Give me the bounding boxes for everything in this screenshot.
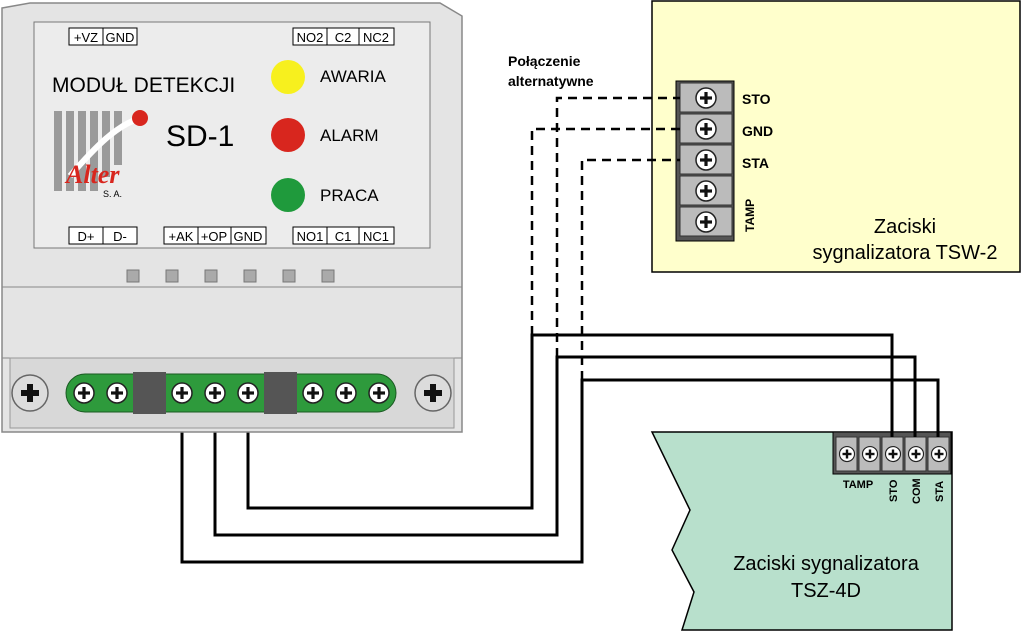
terminal-label-c2: C2 — [335, 30, 352, 45]
alt-wire-sto — [555, 96, 680, 357]
logo-text: Alter — [64, 160, 120, 189]
tsz4d-screw-icon — [930, 445, 948, 463]
alt-wire-sta — [580, 158, 680, 380]
terminal-screw-icon — [302, 382, 324, 404]
tsw2-screw-icon — [695, 87, 717, 109]
terminal-screw-icon — [237, 382, 259, 404]
led-alarm: ALARM — [271, 118, 379, 152]
tsz4d-terminal-sta: STA — [934, 481, 946, 502]
dashed-wires — [530, 96, 680, 380]
mounting-screw-left-icon — [11, 374, 49, 412]
tsz4d-terminal-sto: STO — [888, 479, 900, 502]
bottom-terminal-labels: D+ D- +AK +OP GND NO1 C1 NC1 — [68, 226, 395, 245]
tsz4d-screw-icon — [884, 445, 902, 463]
terminal-label-gnd-bottom: GND — [234, 229, 263, 244]
terminal-label-nc1: NC1 — [363, 229, 389, 244]
tsw2-screw-icon — [695, 149, 717, 171]
tsw2-terminal-gnd: GND — [742, 123, 773, 139]
terminal-label-d-plus: D+ — [78, 229, 95, 244]
terminal-screw-icon — [368, 382, 390, 404]
alt-connection-label-line1: Połączenie — [508, 53, 581, 69]
tsz4d-title-line2: TSZ-4D — [791, 580, 861, 602]
top-right-terminal-labels: NO2 C2 NC2 — [292, 27, 395, 46]
tsw2-title-line1: Zaciski — [874, 216, 936, 238]
tsz4d-terminal-tamp: TAMP — [843, 479, 873, 491]
tsz4d-screw-icon — [861, 445, 879, 463]
terminal-screw-icon — [106, 382, 128, 404]
terminal-label-gnd-top: GND — [106, 30, 135, 45]
terminal-label-ak: +AK — [169, 229, 194, 244]
tsz4d-panel: Zaciski sygnalizatora TSZ-4D — [650, 431, 953, 631]
tsw2-terminal-block: STO GND STA TAMP — [675, 80, 773, 242]
tsz4d-terminal-block: TAMP STO COM STA — [832, 431, 952, 504]
tsz4d-terminal-com: COM — [911, 478, 923, 504]
terminal-screw-icon — [73, 382, 95, 404]
alt-wire-gnd — [530, 127, 680, 335]
alt-connection-label-line2: alternatywne — [508, 73, 594, 89]
sd1-module — [1, 2, 463, 433]
led-label-praca: PRACA — [320, 186, 379, 205]
terminal-label-no1: NO1 — [297, 229, 324, 244]
top-left-terminal-labels: +VZ GND — [68, 27, 138, 46]
wire-module-to-tsz-com — [180, 378, 940, 564]
alter-logo: Alter S. A. — [54, 110, 148, 199]
led-awaria: AWARIA — [271, 60, 386, 94]
terminal-label-d-minus: D- — [113, 229, 127, 244]
tsw2-title-line2: sygnalizatora TSW-2 — [813, 242, 998, 264]
module-terminal-strip — [65, 372, 397, 414]
tsw2-terminal-sta: STA — [742, 155, 769, 171]
terminal-label-op: +OP — [201, 229, 227, 244]
module-model: SD-1 — [166, 120, 234, 153]
terminal-screw-icon — [204, 382, 226, 404]
tsz4d-screw-icon — [907, 445, 925, 463]
terminal-label-c1: C1 — [335, 229, 352, 244]
terminal-label-no2: NO2 — [297, 30, 324, 45]
wire-module-to-tsz-sta — [246, 333, 894, 510]
terminal-label-vz: +VZ — [74, 30, 98, 45]
tsw2-screw-icon — [695, 211, 717, 233]
mounting-screw-right-icon — [414, 374, 452, 412]
led-label-awaria: AWARIA — [320, 67, 386, 86]
logo-subtext: S. A. — [103, 189, 122, 199]
led-praca: PRACA — [271, 178, 379, 212]
tsz4d-screw-icon — [838, 445, 856, 463]
tsz4d-title-line1: Zaciski sygnalizatora — [733, 553, 920, 575]
led-label-alarm: ALARM — [320, 126, 379, 145]
tsw2-terminal-sto: STO — [742, 91, 771, 107]
terminal-screw-icon — [171, 382, 193, 404]
tsw2-terminal-tamp: TAMP — [743, 199, 757, 232]
terminal-screw-icon — [335, 382, 357, 404]
solid-wires — [180, 333, 940, 564]
module-title: MODUŁ DETEKCJI — [52, 74, 235, 97]
tsw2-screw-icon — [695, 118, 717, 140]
terminal-label-nc2: NC2 — [363, 30, 389, 45]
tsw2-screw-icon — [695, 180, 717, 202]
wire-module-to-tsz-sto — [213, 355, 917, 537]
